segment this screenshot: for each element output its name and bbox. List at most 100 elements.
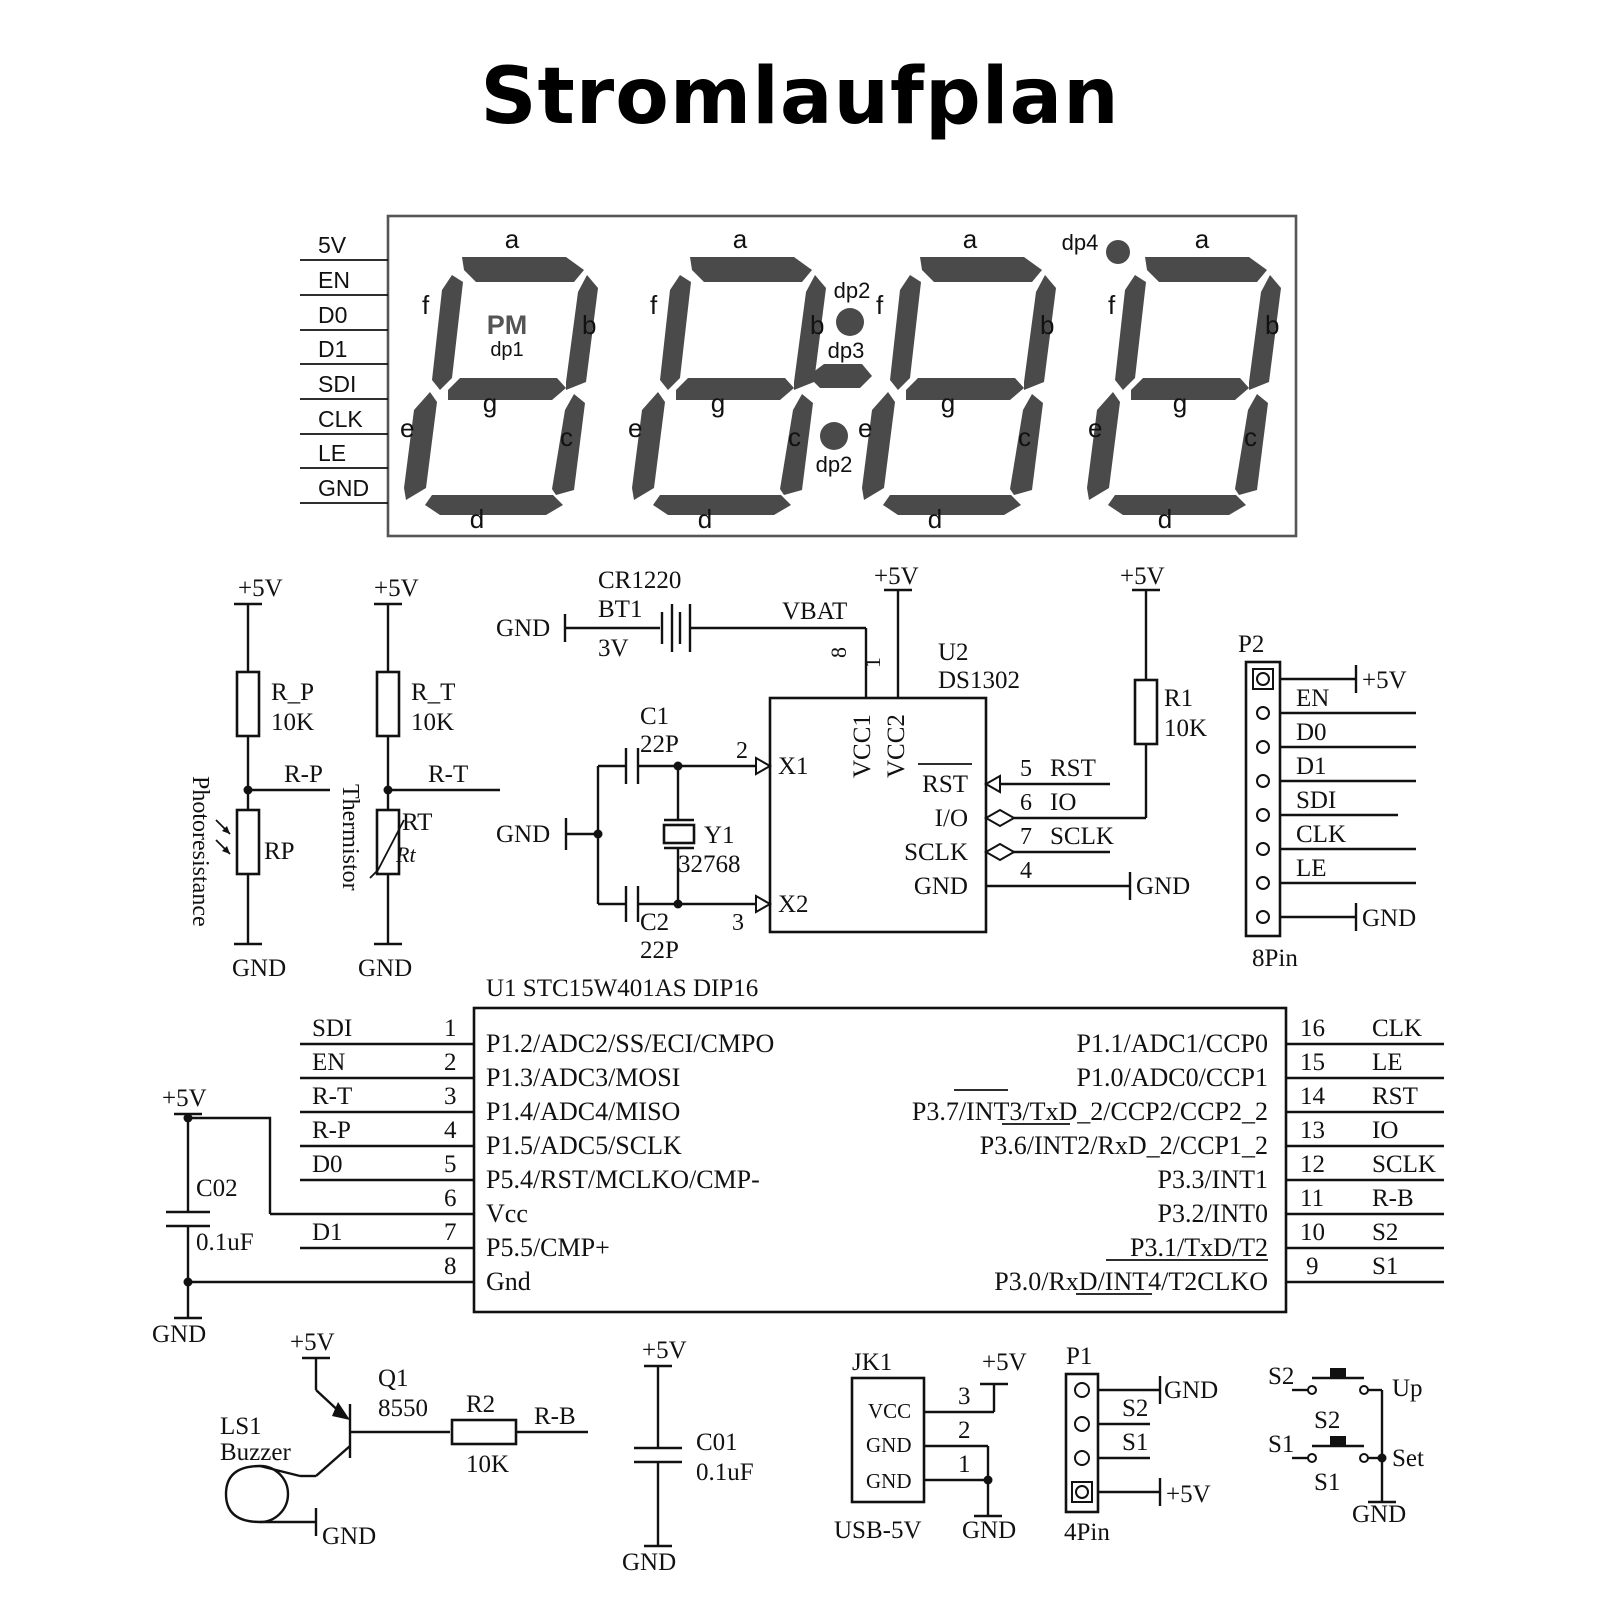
seg-label-b: b — [810, 310, 824, 340]
pin-label-clk: CLK — [318, 406, 363, 432]
dp2-label-bottom: dp2 — [816, 452, 853, 477]
photoresistance-label: Photoresistance — [187, 776, 213, 927]
seg-label-c: c — [788, 422, 801, 452]
u1-pin-name-6: Vcc — [486, 1199, 528, 1228]
rt-value: 10K — [411, 709, 454, 736]
jk1-vcc-pin: VCC — [868, 1399, 911, 1423]
u1-net-5: D0 — [312, 1151, 343, 1178]
u1-net-4: R-P — [312, 1117, 351, 1144]
y1-ref: Y1 — [704, 822, 735, 849]
u1-pin-name-15: P1.0/ADC0/CCP1 — [1077, 1063, 1268, 1092]
seg-label-a: a — [963, 224, 978, 254]
rt-symbol-label: Rt — [395, 842, 416, 867]
rst-pin: RST — [922, 771, 968, 798]
c02-ref: C02 — [196, 1175, 238, 1202]
seg-label-d: d — [1158, 504, 1172, 534]
battery-voltage: 3V — [598, 635, 629, 662]
r2-ref: R2 — [466, 1391, 495, 1418]
rb-net: R-B — [534, 1403, 576, 1430]
buzzer-label: Buzzer — [220, 1439, 291, 1466]
q1-supply-label: +5V — [290, 1329, 335, 1356]
rtc-pin-5: 5 — [1020, 756, 1032, 782]
u1-right-pins — [1286, 1042, 1444, 1284]
jk1-pin-2: 2 — [958, 1417, 971, 1444]
vbat-net: VBAT — [782, 598, 847, 625]
digit-1: a b c d e f g PM dp1 — [400, 224, 598, 534]
seg-label-a: a — [733, 224, 748, 254]
seg-label-g: g — [1173, 388, 1187, 418]
u1-pin-num-7: 7 — [444, 1219, 457, 1246]
p2-net-d1: D1 — [1296, 753, 1327, 780]
seg-label-d: d — [470, 504, 484, 534]
bulk-cap-c01: +5V C01 0.1uF GND — [622, 1337, 754, 1576]
c1-ref: C1 — [640, 703, 669, 730]
u1-net-12: SCLK — [1372, 1151, 1436, 1178]
seg-label-e: e — [628, 413, 642, 443]
u1-pin-num-13: 13 — [1300, 1117, 1325, 1144]
pin-label-en: EN — [318, 267, 350, 293]
rt-net-label: R-T — [428, 761, 468, 788]
u1-pin-num-15: 15 — [1300, 1049, 1325, 1076]
photoresistor-divider: +5V R_P 10K R-P RP GND Photoresistance — [187, 575, 330, 982]
p1-ref: P1 — [1066, 1343, 1092, 1370]
u1-pin-num-3: 3 — [444, 1083, 457, 1110]
r1-value: 10K — [1164, 715, 1207, 742]
u1-pin-name-1: P1.2/ADC2/SS/ECI/CMPO — [486, 1029, 774, 1058]
seg-label-a: a — [505, 224, 520, 254]
u1-pin-num-4: 4 — [444, 1117, 457, 1144]
u1-pin-name-5: P5.4/RST/MCLKO/CMP- — [486, 1165, 760, 1194]
jk1-pin-3: 3 — [958, 1383, 971, 1410]
rtc-pin-6: 6 — [1020, 790, 1032, 816]
dp1-label: dp1 — [490, 339, 523, 361]
u1-pin-name-11: P3.2/INT0 — [1158, 1199, 1269, 1228]
seg-label-g: g — [711, 388, 725, 418]
u1-pin-num-14: 14 — [1300, 1083, 1326, 1110]
s2-left-label: S2 — [1268, 1363, 1294, 1390]
dp2-label-top: dp2 — [834, 278, 871, 303]
up-label: Up — [1392, 1375, 1423, 1402]
jk1-gnd-pin-1: GND — [866, 1433, 912, 1457]
u1-pin-num-11: 11 — [1300, 1185, 1324, 1212]
q1-ref: Q1 — [378, 1365, 409, 1392]
dp3-label: dp3 — [828, 338, 865, 363]
seg-label-e: e — [858, 413, 872, 443]
r2-value: 10K — [466, 1451, 509, 1478]
jk1-gnd-label: GND — [962, 1517, 1016, 1544]
pin-label-gnd: GND — [318, 475, 369, 501]
u1-pin-num-10: 10 — [1300, 1219, 1325, 1246]
jk1-gnd-pin-2: GND — [866, 1469, 912, 1493]
pin-label-5v: 5V — [318, 232, 347, 258]
rt-ntc-label: RT — [402, 809, 432, 836]
buzzer-driver: +5V Q1 8550 R2 10K R-B LS1 Buzzer GND — [220, 1329, 588, 1550]
rtc-gnd-pin: GND — [914, 873, 968, 900]
seg-label-f: f — [422, 290, 430, 320]
set-label: Set — [1392, 1445, 1424, 1472]
u1-left-pins — [188, 1042, 474, 1284]
u1-net-1: SDI — [312, 1015, 352, 1042]
u1-pin-name-16: P1.1/ADC1/CCP0 — [1077, 1029, 1268, 1058]
seg-label-f: f — [1108, 290, 1116, 320]
p1-net-s1: S1 — [1122, 1429, 1148, 1456]
jk1-pin-1: 1 — [958, 1451, 971, 1478]
seg-label-g: g — [941, 388, 955, 418]
vcc1-pin: VCC1 — [849, 714, 876, 778]
p2-net-d0: D0 — [1296, 719, 1327, 746]
seg-label-c: c — [1244, 422, 1257, 452]
crystal-gnd-label: GND — [496, 821, 550, 848]
rp-ldr-label: RP — [264, 838, 295, 865]
u1-net-2: EN — [312, 1049, 345, 1076]
rt-name: R_T — [411, 679, 455, 706]
rp-net-label: R-P — [284, 761, 323, 788]
seg-label-b: b — [1040, 310, 1054, 340]
q1-part: 8550 — [378, 1395, 428, 1422]
seg-label-b: b — [1265, 310, 1279, 340]
rtc-pin-4: 4 — [1020, 858, 1032, 884]
p1-gnd-label: GND — [1164, 1377, 1218, 1404]
thermistor-label: Thermistor — [337, 784, 363, 891]
rtc-pin-7: 7 — [1020, 824, 1032, 850]
p2-net-clk: CLK — [1296, 821, 1346, 848]
y1-value: 32768 — [678, 851, 741, 878]
thermistor-divider: +5V R_T 10K R-T RT Rt GND Thermistor — [337, 575, 500, 982]
p1-supply-label: +5V — [1166, 1481, 1211, 1508]
